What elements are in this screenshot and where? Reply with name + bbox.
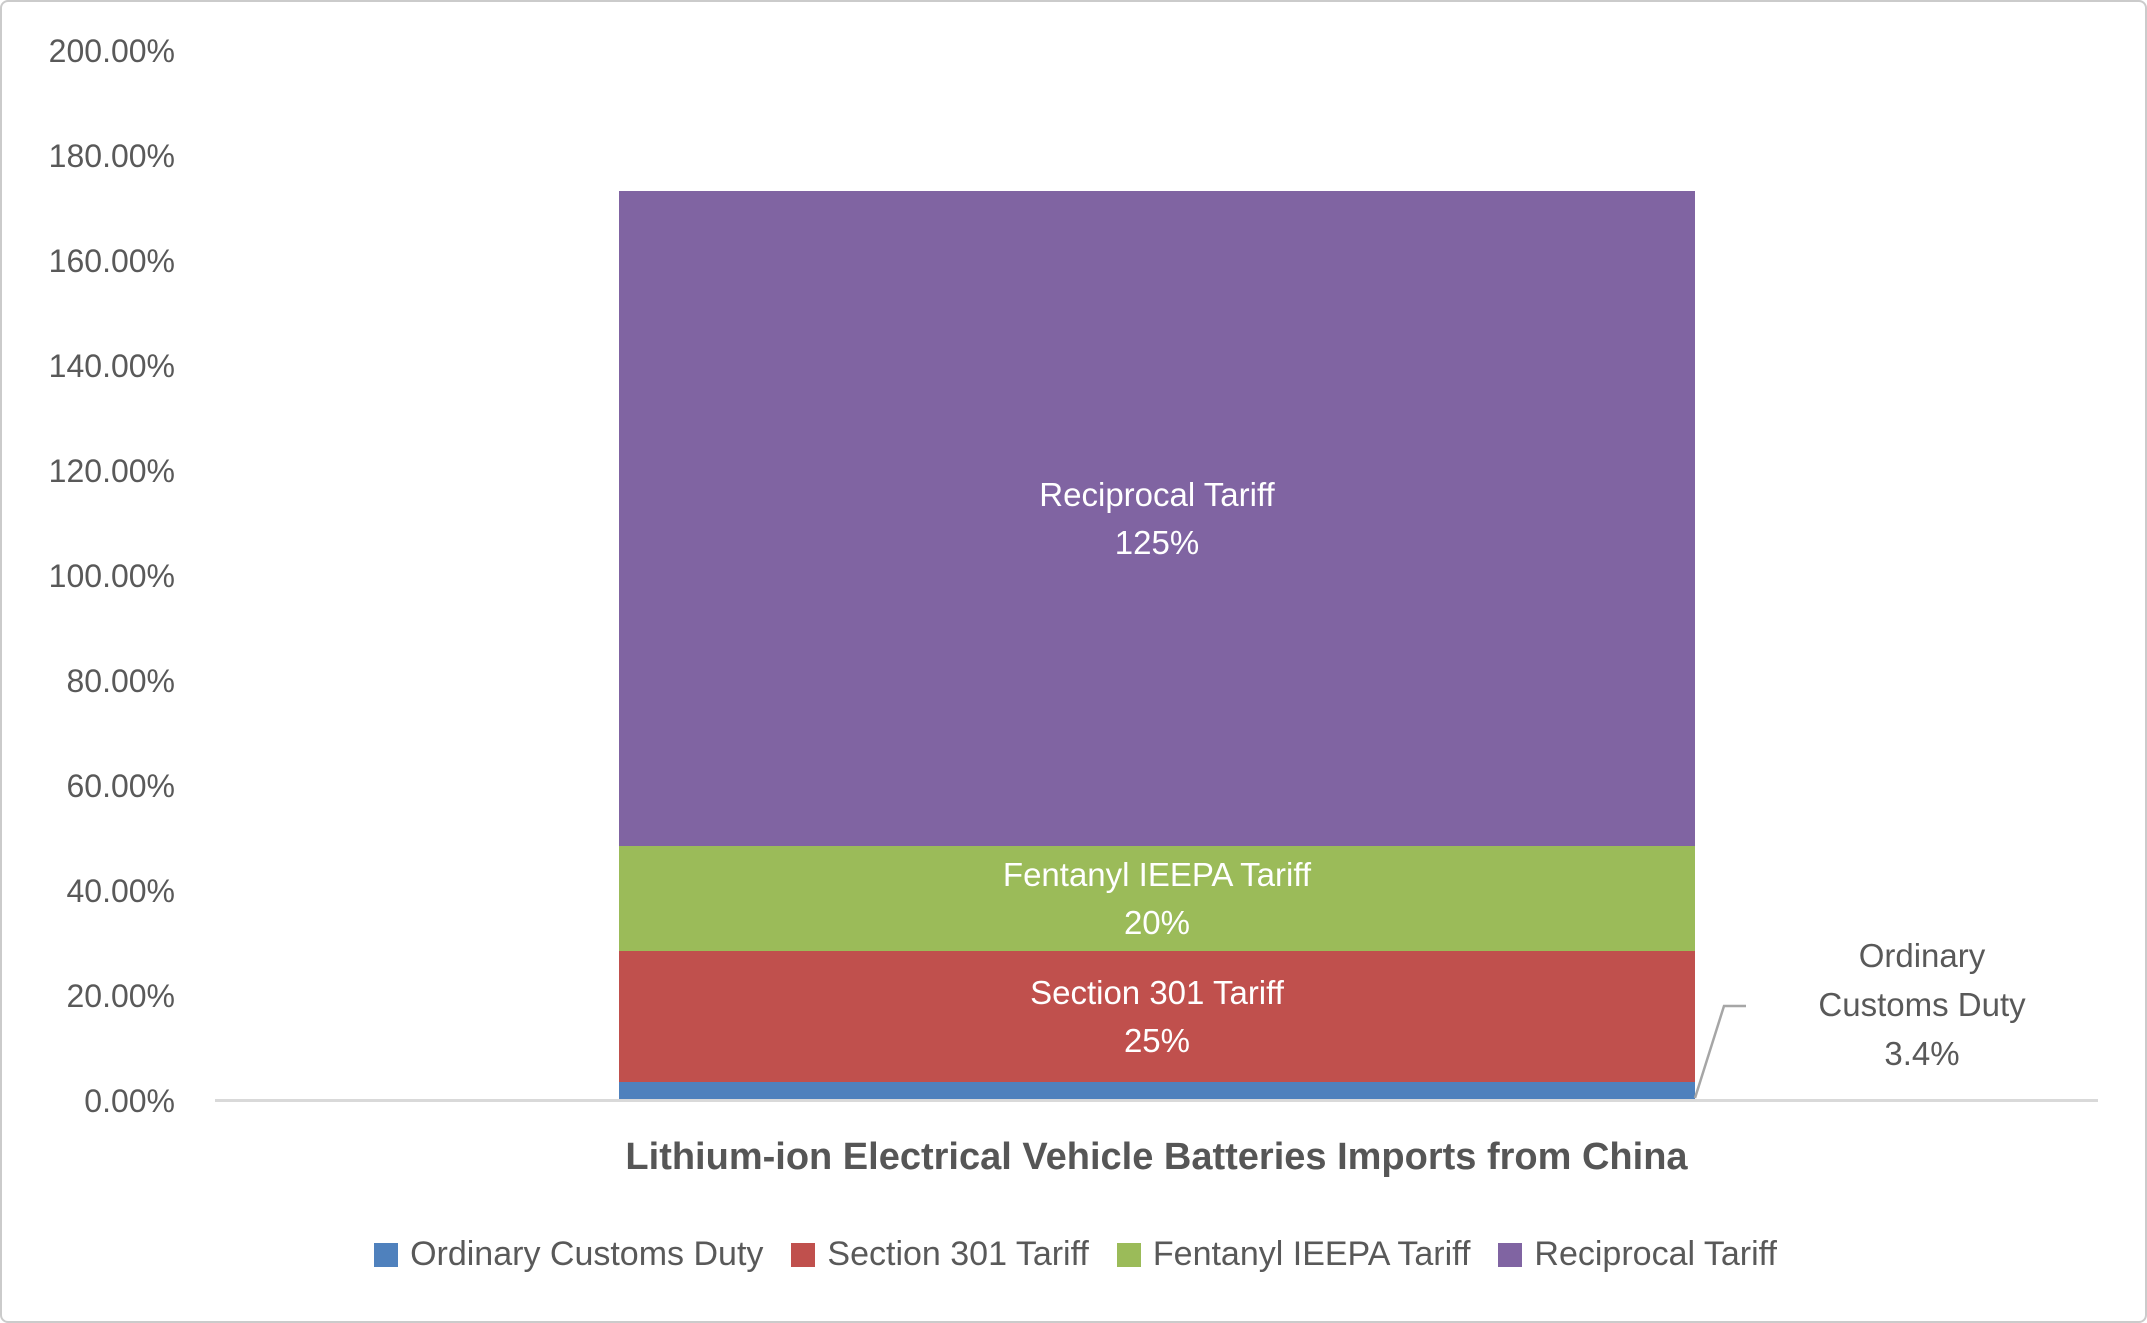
y-axis-tick-label: 20.00% (66, 978, 175, 1014)
legend-label: Ordinary Customs Duty (410, 1235, 764, 1273)
segment-name: Section 301 Tariff (1030, 973, 1284, 1011)
segment-value: 25% (1123, 1021, 1191, 1059)
y-axis-tick-label: 40.00% (66, 873, 175, 909)
legend-item-ordinary-customs-duty: Ordinary Customs Duty (374, 1235, 763, 1274)
segment-name: Fentanyl IEEPA Tariff (1002, 855, 1312, 893)
bar-segment-section-301-tariff: Section 301 Tariff 25% (619, 951, 1695, 1082)
y-axis-tick-label: 60.00% (66, 768, 175, 804)
annotation-line: Ordinary (1858, 937, 1986, 974)
y-axis-tick-label: 80.00% (66, 663, 175, 699)
x-axis-line (215, 1099, 2098, 1102)
legend-swatch-fentanyl-ieepa-tariff (1116, 1242, 1141, 1267)
x-axis-title: Lithium-ion Electrical Vehicle Batteries… (625, 1136, 1688, 1178)
y-axis-tick-label: 180.00% (48, 138, 175, 174)
legend-item-fentanyl-ieepa-tariff: Fentanyl IEEPA Tariff (1116, 1235, 1471, 1274)
y-axis-tick-label: 160.00% (48, 243, 175, 279)
y-axis-tick-label: 200.00% (48, 33, 175, 69)
legend-item-reciprocal-tariff: Reciprocal Tariff (1498, 1235, 1777, 1274)
legend-swatch-reciprocal-tariff (1498, 1242, 1523, 1267)
bar-segment-fentanyl-ieepa-tariff: Fentanyl IEEPA Tariff 20% (619, 846, 1695, 951)
y-axis-tick-label: 120.00% (48, 453, 175, 489)
bar-segment-label: Section 301 Tariff 25% (1030, 969, 1284, 1065)
bar-segment-label: Reciprocal Tariff 125% (1039, 471, 1274, 567)
y-axis-tick-label: 140.00% (48, 348, 175, 384)
legend-item-section-301-tariff: Section 301 Tariff (791, 1235, 1089, 1274)
annotation-ordinary-customs-duty: Ordinary Customs Duty 3.4% (1762, 931, 2082, 1078)
legend-label: Section 301 Tariff (827, 1235, 1089, 1273)
annotation-line: 3.4% (1884, 1035, 1960, 1072)
annotation-line: Customs Duty (1818, 986, 2026, 1023)
bar-segment-reciprocal-tariff: Reciprocal Tariff 125% (619, 191, 1695, 846)
y-axis-tick-label: 0.00% (84, 1083, 175, 1119)
segment-name: Reciprocal Tariff (1039, 475, 1275, 513)
legend-label: Reciprocal Tariff (1534, 1235, 1777, 1273)
segment-value: 20% (1123, 903, 1191, 941)
legend-swatch-section-301-tariff (791, 1242, 816, 1267)
legend-label: Fentanyl IEEPA Tariff (1152, 1235, 1471, 1273)
annotation-leader-line (1693, 1004, 1746, 1099)
legend-swatch-ordinary-customs-duty (374, 1242, 399, 1267)
y-axis-tick-label: 100.00% (48, 558, 175, 594)
legend: Ordinary Customs Duty Section 301 Tariff… (2, 1235, 2147, 1274)
segment-value: 125% (1114, 523, 1200, 561)
bar-segment-ordinary-customs-duty (619, 1082, 1695, 1099)
bar-segment-label: Fentanyl IEEPA Tariff 20% (1003, 851, 1311, 947)
